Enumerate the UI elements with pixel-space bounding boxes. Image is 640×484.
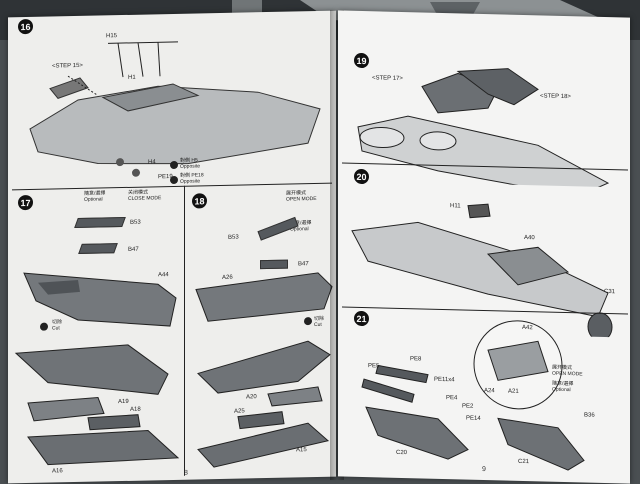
part-b53 bbox=[74, 216, 126, 229]
step-17-mode: 关闭模式 CLOSE MODE bbox=[128, 189, 162, 202]
label-pe14: PE14 bbox=[466, 415, 481, 422]
label-a19: A19 bbox=[118, 398, 129, 406]
label-a24: A24 bbox=[484, 388, 495, 395]
label-a21: A21 bbox=[508, 388, 519, 395]
label-a20: A20 bbox=[246, 394, 257, 401]
label-pe2: PE2 bbox=[462, 403, 474, 410]
part-b47 bbox=[78, 243, 118, 254]
page-number-right: 9 bbox=[482, 465, 486, 474]
label-b53-17: B53 bbox=[130, 219, 141, 226]
step-18-bay-drawing bbox=[195, 272, 333, 322]
step-21-drawing bbox=[361, 320, 585, 471]
label-step15-ref: <STEP 15> bbox=[52, 62, 83, 70]
label-h4: H4 bbox=[148, 159, 156, 166]
label-pe8: PE8 bbox=[410, 356, 422, 363]
label-a26: A26 bbox=[222, 274, 233, 281]
step-17-bay-drawing bbox=[23, 272, 177, 327]
label-a16: A16 bbox=[52, 468, 63, 475]
step-21-optional-note: 隨意/選擇 Optional bbox=[552, 380, 574, 393]
label-a42: A42 bbox=[522, 324, 533, 332]
step-21-mode: 展开模式 OPEN MODE bbox=[552, 364, 583, 377]
instruction-page-right: 19 <STEP 17> <STEP 18> 20 H11 A40 C31 21… bbox=[338, 10, 630, 484]
step-17-optional-note: 隨意/選擇 Optional bbox=[84, 190, 106, 203]
step-18-badge: 18 bbox=[192, 193, 207, 209]
step-17-assembly-drawing bbox=[14, 344, 180, 466]
label-h15: H15 bbox=[106, 33, 118, 40]
label-b53-18: B53 bbox=[228, 234, 239, 241]
label-b47-17: B47 bbox=[128, 246, 139, 253]
label-pe5: PE5 bbox=[368, 363, 380, 370]
part-b47-open bbox=[260, 259, 288, 270]
instruction-page-left: 16 H15 H1 <STEP 15> H4 PE19 對側 H5 Opposi… bbox=[8, 10, 336, 484]
callout-h5-opposite: 對側 H5 Opposite bbox=[180, 157, 201, 170]
step-17-cut: 切除 Cut bbox=[52, 319, 63, 332]
label-a15: A15 bbox=[296, 447, 307, 454]
step-18-mode: 展开模式 OPEN MODE bbox=[286, 190, 317, 203]
label-pe11x4: PE11x4 bbox=[434, 376, 455, 384]
label-b47-18: B47 bbox=[298, 261, 309, 268]
label-b36: B36 bbox=[584, 412, 595, 419]
column-divider bbox=[184, 185, 185, 476]
step-18-assembly-drawing bbox=[197, 340, 331, 468]
label-a25: A25 bbox=[234, 408, 245, 415]
label-c20: C20 bbox=[396, 449, 408, 457]
page-number-left: 8 bbox=[184, 469, 188, 477]
callout-pe18-opposite: 對側 PE18 Opposite bbox=[180, 172, 204, 185]
step-20-fuselage-drawing bbox=[351, 203, 613, 338]
step-19-fuselage-drawing bbox=[357, 68, 610, 188]
step-16-cockpit-drawing bbox=[29, 41, 321, 177]
label-a18: A18 bbox=[130, 406, 141, 413]
label-pe4: PE4 bbox=[446, 395, 458, 402]
label-c21: C21 bbox=[518, 458, 530, 466]
label-h1: H1 bbox=[128, 74, 136, 81]
label-a44: A44 bbox=[158, 272, 169, 279]
step-20-badge: 20 bbox=[354, 168, 369, 185]
step-17-badge: 17 bbox=[18, 194, 33, 211]
step-18-cut: 切除 Cut bbox=[314, 315, 325, 328]
